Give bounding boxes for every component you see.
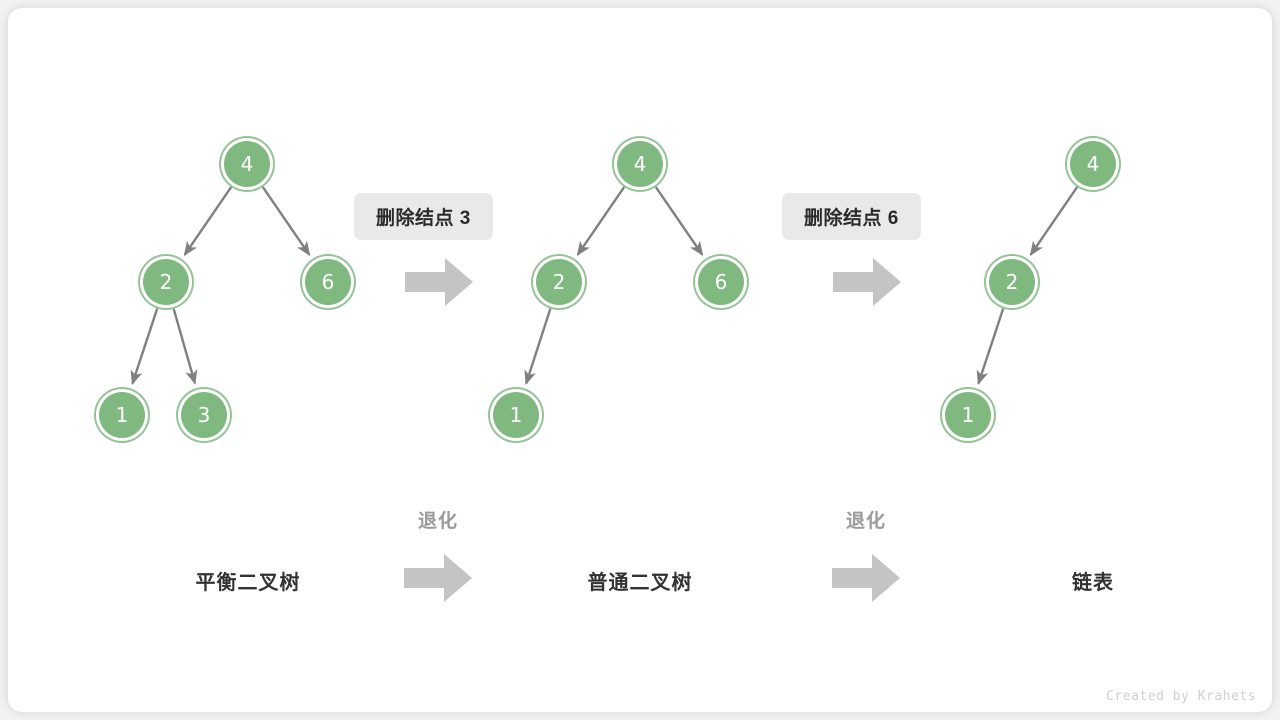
stage-caption: 平衡二叉树 [195, 572, 301, 594]
tree-node-value: 2 [552, 270, 566, 294]
tree-node: 6 [305, 259, 351, 305]
tree-node: 4 [224, 141, 270, 187]
degrade-block-arrow [832, 552, 900, 604]
degrade-label: 退化 [845, 511, 887, 532]
tree-edge [172, 308, 198, 385]
degrade-block-arrow [404, 552, 472, 604]
credit-text: Created by Krahets [1106, 689, 1256, 704]
tree-node: 2 [536, 259, 582, 305]
tree-edge [183, 186, 233, 256]
transition-block-arrow [405, 256, 473, 308]
degrade-label: 退化 [417, 511, 459, 532]
tree-edge [976, 308, 1005, 386]
tree-node-value: 2 [159, 270, 173, 294]
tree-node-value: 4 [1086, 152, 1100, 176]
tree-node-value: 6 [714, 270, 728, 294]
stage-caption: 普通二叉树 [587, 572, 693, 594]
tree-node: 2 [143, 259, 189, 305]
diagram-card [8, 8, 1272, 712]
stage-caption: 链表 [1072, 572, 1114, 594]
tree-node: 1 [493, 392, 539, 438]
tree-node-value: 2 [1005, 270, 1019, 294]
tree-node: 4 [1070, 141, 1116, 187]
delete-node-pill: 删除结点 6 [782, 193, 921, 240]
tree-node: 6 [698, 259, 744, 305]
tree-edge [130, 308, 159, 386]
tree-edge [261, 186, 311, 256]
tree-node-value: 1 [115, 403, 129, 427]
transition-block-arrow [833, 256, 901, 308]
tree-node-value: 1 [961, 403, 975, 427]
tree-node: 1 [99, 392, 145, 438]
tree-node: 3 [181, 392, 227, 438]
tree-node-value: 4 [240, 152, 254, 176]
tree-node: 2 [989, 259, 1035, 305]
tree-node-value: 1 [509, 403, 523, 427]
tree-node-value: 3 [197, 403, 211, 427]
tree-node-value: 6 [321, 270, 335, 294]
tree-node: 1 [945, 392, 991, 438]
delete-node-pill: 删除结点 3 [354, 193, 493, 240]
tree-edge [654, 186, 704, 256]
tree-edge [576, 186, 626, 256]
tree-node: 4 [617, 141, 663, 187]
tree-edge [1029, 186, 1079, 256]
tree-node-value: 4 [633, 152, 647, 176]
tree-edge [524, 308, 552, 385]
